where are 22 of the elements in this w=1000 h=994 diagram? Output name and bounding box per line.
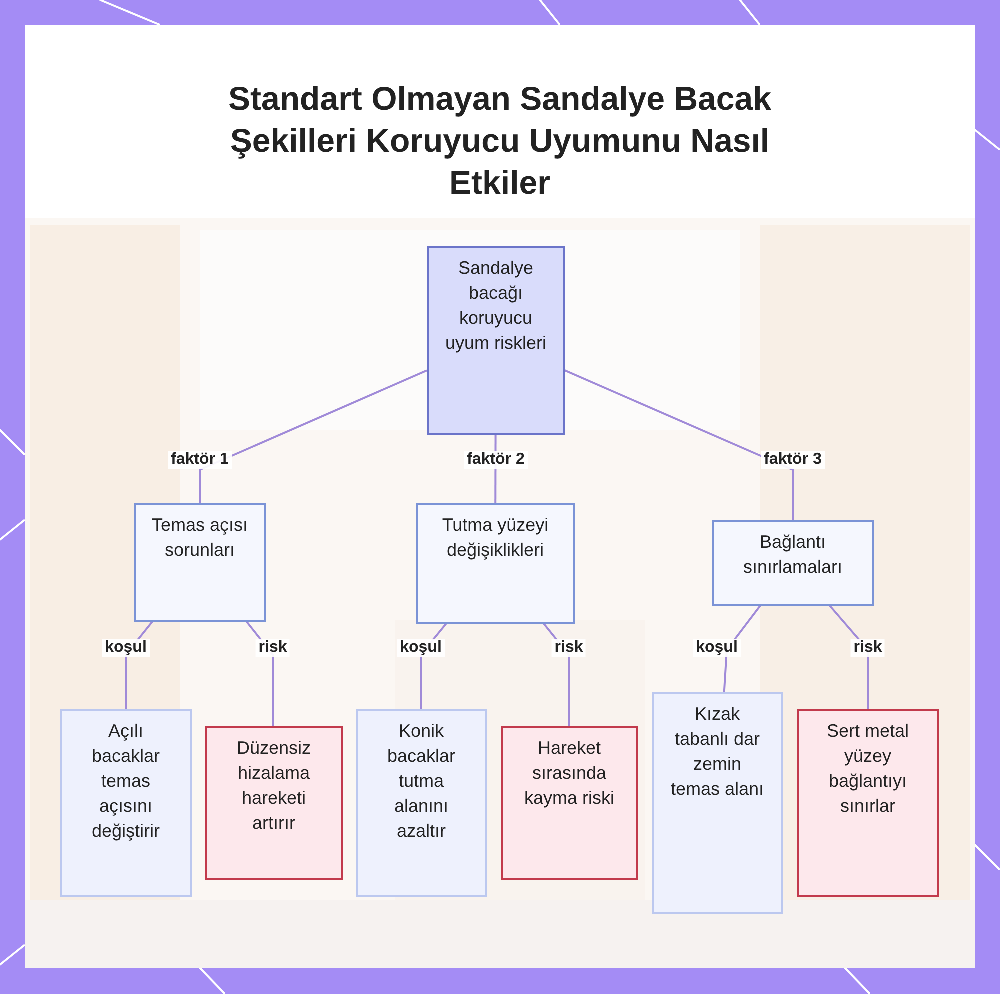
diagram-title: Standart Olmayan Sandalye Bacak Şekilleri Koruyucu Uyumunu Nasıl Etkiler xyxy=(228,79,772,203)
edge-label: koşul xyxy=(693,639,741,657)
risk-box: Sert metal yüzey bağlantıyı sınırlar xyxy=(797,709,939,897)
risk-box: Hareket sırasında kayma riski xyxy=(501,726,638,880)
connector-line xyxy=(564,370,794,520)
edge-label: faktör 2 xyxy=(464,451,528,469)
edge-label: koşul xyxy=(397,639,445,657)
condition-box: Açılı bacaklar temas açısını değiştirir xyxy=(60,709,192,897)
edge-label: risk xyxy=(850,639,886,657)
edge-label: faktör 1 xyxy=(168,451,232,469)
root-box: Sandalye bacağı koruyucu uyum riskleri xyxy=(427,246,565,435)
risk-box: Düzensiz hizalama hareketi artırır xyxy=(205,726,343,880)
category-box: Bağlantı sınırlamaları xyxy=(712,520,874,606)
edge-label: faktör 3 xyxy=(761,451,825,469)
edge-label: risk xyxy=(256,639,290,657)
edge-label: risk xyxy=(552,639,586,657)
category-box: Temas açısı sorunları xyxy=(134,503,266,622)
connector-line xyxy=(199,370,428,503)
condition-box: Konik bacaklar tutma alanını azaltır xyxy=(356,709,487,897)
edge-label: koşul xyxy=(102,639,150,657)
category-box: Tutma yüzeyi değişiklikleri xyxy=(416,503,575,624)
condition-box: Kızak tabanlı dar zemin temas alanı xyxy=(652,692,783,914)
